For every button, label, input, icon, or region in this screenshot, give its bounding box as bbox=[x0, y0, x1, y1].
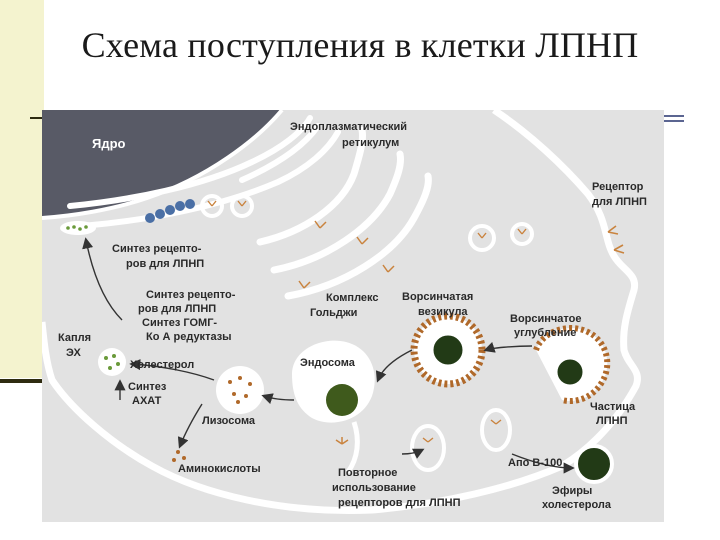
label-esters-line1: Эфиры bbox=[552, 485, 592, 497]
endoplasmic-reticulum bbox=[67, 115, 341, 229]
label-endosome: Эндосома bbox=[300, 357, 356, 369]
label-droplet-line1: Капля bbox=[58, 332, 91, 344]
coated-pit-ldl-core bbox=[554, 356, 586, 388]
golgi-complex bbox=[256, 126, 432, 300]
label-receptor-line2: для ЛПНП bbox=[592, 196, 647, 208]
label-golgi-line2: Гольджи bbox=[310, 307, 357, 319]
nucleus bbox=[42, 110, 282, 218]
label-apo-b: Апо В-100 bbox=[508, 457, 562, 469]
amino-acids-dots bbox=[172, 450, 186, 462]
label-coated-vesicle-line1: Ворсинчатая bbox=[402, 291, 473, 303]
label-ldl-particle-line2: ЛПНП bbox=[596, 415, 628, 427]
lysosome bbox=[216, 366, 264, 414]
endosome-tubule bbox=[345, 421, 360, 474]
synthesis-vesicle-dots bbox=[66, 225, 88, 231]
label-er-line1: Эндоплазматический bbox=[290, 121, 407, 133]
label-regulation-line2: ров для ЛПНП bbox=[138, 303, 216, 315]
ldl-particle bbox=[574, 444, 614, 484]
label-recycle-line3: рецепторов для ЛПНП bbox=[338, 497, 461, 509]
title-rule-right-bottom bbox=[664, 120, 684, 122]
label-recycle-line1: Повторное bbox=[338, 467, 397, 479]
label-regulation-line4: Ко А редуктазы bbox=[146, 331, 232, 343]
transport-vesicle bbox=[510, 222, 534, 246]
transport-vesicle bbox=[468, 224, 496, 252]
label-receptor-line1: Рецептор bbox=[592, 181, 644, 193]
membrane-receptor-icon bbox=[607, 225, 625, 254]
cholesterol-droplet bbox=[98, 348, 126, 376]
golgi-receptors bbox=[298, 220, 395, 289]
label-nucleus: Ядро bbox=[92, 136, 126, 151]
endosome-receptor-icon bbox=[335, 437, 349, 445]
label-lysosome: Лизосома bbox=[202, 415, 256, 427]
label-synth-receptors-line1: Синтез рецепто- bbox=[112, 243, 202, 255]
coated-vesicle-ldl-core bbox=[430, 332, 466, 368]
ldl-uptake-diagram: Ядро Эндоплазматический ретикулум Рецепт… bbox=[42, 110, 664, 522]
synthesis-vesicle bbox=[60, 221, 96, 235]
label-regulation-line3: Синтез ГОМГ- bbox=[142, 317, 217, 329]
label-regulation-line1: Синтез рецепто- bbox=[146, 289, 236, 301]
recycling-vesicles bbox=[410, 408, 512, 472]
nuclear-envelope bbox=[42, 110, 284, 220]
label-coated-pit-line2: углубление bbox=[514, 327, 576, 339]
label-acat-line1: Синтез bbox=[128, 381, 167, 393]
label-amino-acids: Аминокислоты bbox=[178, 463, 261, 475]
flow-arrows bbox=[82, 237, 575, 474]
label-synth-receptors-line2: ров для ЛПНП bbox=[126, 258, 204, 270]
slide-accent-rule bbox=[0, 379, 44, 383]
label-golgi-line1: Комплекс bbox=[326, 292, 379, 304]
slide-accent-band bbox=[0, 0, 44, 378]
slide-title: Схема поступления в клетки ЛПНП bbox=[81, 25, 639, 65]
label-ldl-particle-line1: Частица bbox=[590, 401, 636, 413]
label-esters-line2: холестерола bbox=[542, 499, 612, 511]
lysosome-dots bbox=[228, 376, 252, 404]
label-cholesterol: Холестерол bbox=[130, 359, 194, 371]
recycling-receptor-icon bbox=[422, 419, 502, 443]
label-coated-pit-line1: Ворсинчатое bbox=[510, 313, 582, 325]
er-ribosomes bbox=[145, 199, 195, 223]
label-droplet-line2: ЭХ bbox=[66, 347, 82, 359]
title-rule-right-top bbox=[664, 115, 684, 117]
label-coated-vesicle-line2: везикула bbox=[418, 306, 468, 318]
label-er-line2: ретикулум bbox=[342, 137, 399, 149]
er-vesicle-receptors bbox=[207, 200, 247, 207]
label-recycle-line2: использование bbox=[332, 482, 416, 494]
cholesterol-droplet-dots bbox=[104, 354, 120, 370]
title-rule-left bbox=[30, 117, 52, 119]
transport-vesicle-receptors bbox=[477, 228, 527, 239]
endosome-ldl-core bbox=[326, 384, 358, 416]
label-acat-line2: АХАТ bbox=[132, 395, 162, 407]
er-vesicles bbox=[200, 194, 254, 218]
